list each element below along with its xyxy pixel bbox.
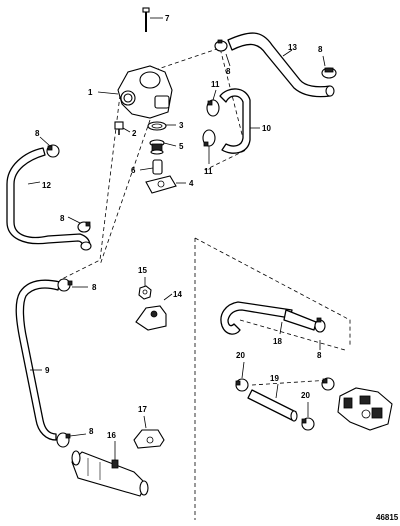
leader-8-d (67, 216, 81, 224)
callout-3: 3 (179, 121, 184, 130)
callout-4: 4 (189, 179, 194, 188)
leader-17 (143, 415, 147, 429)
hose-clamp-8-left-top (46, 144, 60, 158)
hose-clamp-8-hose9-bottom (56, 432, 71, 448)
leader-14 (163, 293, 173, 301)
hose-clamp-8-hose9-top (57, 278, 73, 292)
seal-6 (152, 159, 163, 175)
gasket-3 (147, 121, 167, 131)
leader-19 (275, 383, 279, 399)
hose-clamp-11-upper (206, 99, 220, 117)
thermostat-housing-1 (117, 65, 173, 119)
leader-11-a (212, 89, 217, 101)
hose-clamp-11-lower (202, 129, 216, 147)
callout-11: 11 (211, 80, 220, 89)
leader-6 (139, 167, 154, 171)
clamp-bracket-17 (133, 429, 165, 449)
hose-19 (247, 389, 298, 422)
hose-12 (6, 147, 92, 251)
callout-8: 8 (226, 67, 231, 76)
hose-9 (15, 279, 61, 441)
hose-clamp-20-right (301, 417, 315, 431)
callout-labels: 1 2 3 4 5 6 7 8 8 8 8 8 8 8 9 10 11 11 1… (35, 14, 323, 440)
callout-1: 1 (88, 88, 93, 97)
gasket-4 (145, 175, 177, 194)
bolt-7 (142, 7, 150, 32)
leader-2 (122, 127, 131, 133)
callout-19: 19 (270, 374, 279, 383)
hose-clamp-20-left (235, 378, 249, 392)
bracket-14 (135, 305, 167, 331)
callout-6: 6 (131, 166, 136, 175)
callout-8: 8 (317, 351, 322, 360)
hose-13 (227, 32, 335, 98)
callout-17: 17 (138, 405, 147, 414)
figure-number: 46815 (376, 513, 399, 522)
heat-exchanger-16 (71, 450, 149, 497)
callout-7: 7 (165, 14, 170, 23)
callout-2: 2 (132, 129, 137, 138)
thermostat-5 (149, 139, 165, 155)
leader-1 (97, 91, 119, 95)
hose-clamp-8-upper-left (214, 39, 228, 52)
leader-12 (27, 181, 41, 185)
callout-16: 16 (107, 431, 116, 440)
leader-8-b (322, 55, 326, 67)
hose-clamp-pump (321, 377, 335, 391)
hose-10 (219, 88, 251, 154)
leader-8-c (39, 136, 51, 147)
hose-18 (220, 301, 317, 335)
callout-20: 20 (301, 391, 310, 400)
callout-20: 20 (236, 351, 245, 360)
callout-11: 11 (204, 167, 213, 176)
callout-8: 8 (89, 427, 94, 436)
leader-18 (279, 321, 283, 335)
hose-clamp-8-right (314, 317, 326, 333)
callout-8: 8 (318, 45, 323, 54)
callout-15: 15 (138, 266, 147, 275)
leader-5 (163, 142, 177, 147)
assembly-guide-lines (59, 47, 351, 520)
nut-15 (138, 285, 152, 300)
leader-13 (282, 49, 293, 57)
leader-8-a (225, 53, 231, 67)
water-pump-assembly (337, 387, 393, 431)
hose-clamp-8-upper-right (321, 67, 337, 79)
hose-clamp-8-left-mid (77, 221, 91, 233)
leader-20-a (241, 361, 245, 379)
callout-9: 9 (45, 366, 50, 375)
callout-8: 8 (92, 283, 97, 292)
callout-18: 18 (273, 337, 282, 346)
fitting-2 (114, 121, 124, 135)
leader-8-f (69, 433, 87, 437)
callout-8: 8 (35, 129, 40, 138)
callout-10: 10 (262, 124, 271, 133)
callout-8: 8 (60, 214, 65, 223)
callout-5: 5 (179, 142, 184, 151)
callout-13: 13 (288, 43, 297, 52)
callout-12: 12 (42, 181, 51, 190)
callout-14: 14 (173, 290, 182, 299)
